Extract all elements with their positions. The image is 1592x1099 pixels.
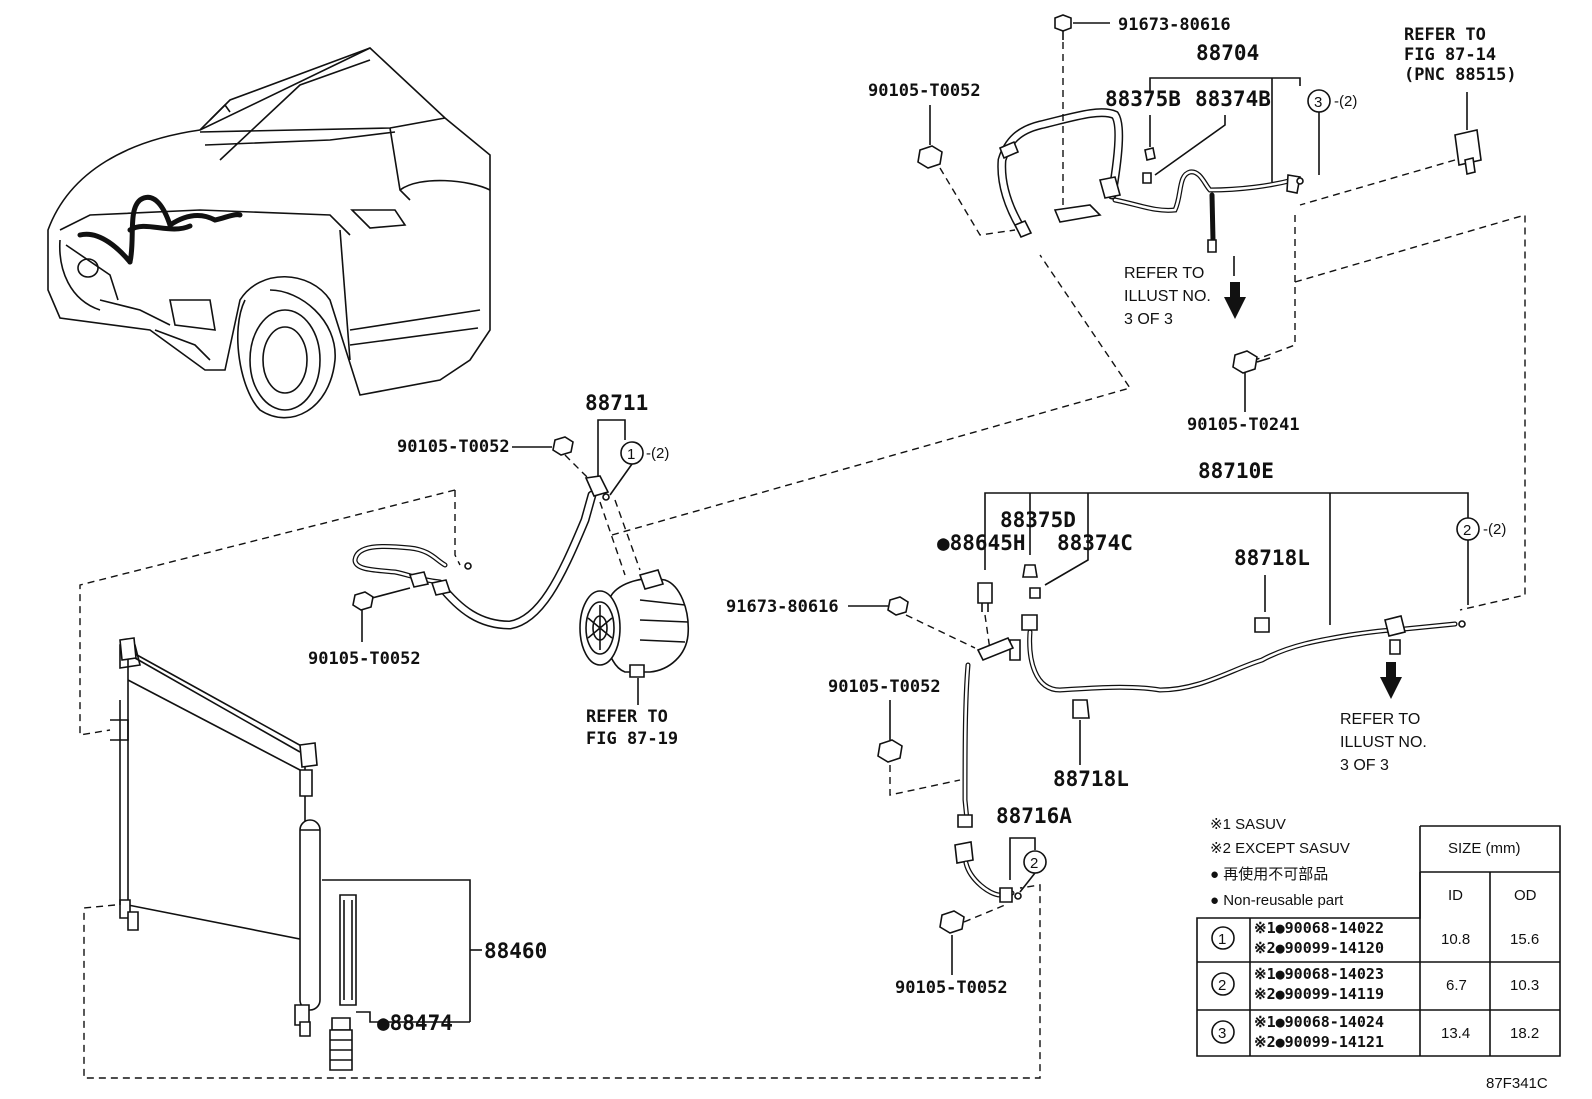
legend-row-marker: 1 <box>1218 931 1226 948</box>
arrow-down-icon-top <box>1224 282 1246 319</box>
refer-fig-87-14-line3: (PNC 88515) <box>1404 65 1517 85</box>
legend-jp-note: ● 再使用不可部品 <box>1210 866 1328 883</box>
legend-row-part1: ※1●90068-14023 <box>1254 965 1384 983</box>
legend-col-od: OD <box>1514 887 1537 904</box>
label-91673-80616-top: 91673-80616 <box>1118 15 1231 35</box>
label-90105-t0052-mid: 90105-T0052 <box>397 437 510 457</box>
vehicle-illustration <box>47 47 491 419</box>
bolt-91673-80616-top <box>1054 14 1110 205</box>
legend-row-id: 13.4 <box>1441 1025 1470 1042</box>
circle-marker-3-top: 3 <box>1314 94 1322 111</box>
label-90105-t0052-top: 90105-T0052 <box>868 81 981 101</box>
legend-row-marker: 3 <box>1218 1025 1226 1042</box>
legend-row-part2: ※2●90099-14120 <box>1254 939 1384 957</box>
label-91673-80616-mid: 91673-80616 <box>726 597 839 617</box>
legend-row-id: 10.8 <box>1441 931 1470 948</box>
legend-row-part1: ※1●90068-14022 <box>1254 919 1384 937</box>
label-88716a: 88716A <box>996 804 1072 828</box>
legend-row-part2: ※2●90099-14121 <box>1254 1033 1384 1051</box>
legend-col-id: ID <box>1448 887 1463 904</box>
refer-illust-right-line1: REFER TO <box>1340 711 1420 728</box>
hose-88704-assembly <box>997 108 1304 253</box>
legend-row-id: 6.7 <box>1446 977 1467 994</box>
legend-panel: ※1 SASUV ※2 EXCEPT SASUV ● 再使用不可部品 ● Non… <box>1196 816 1561 1057</box>
refer-illust-top-line1: REFER TO <box>1124 265 1204 282</box>
label-circle1-qty: -(2) <box>646 445 669 462</box>
refer-fig-87-14-line1: REFER TO <box>1404 25 1486 45</box>
legend-row-part1: ※1●90068-14024 <box>1254 1013 1384 1031</box>
refer-illust-right-line2: ILLUST NO. <box>1340 734 1427 751</box>
label-90105-t0052-bottom: 90105-T0052 <box>895 978 1008 998</box>
label-circle3-qty: -(2) <box>1334 93 1357 110</box>
legend-en-note: ● Non-reusable part <box>1210 892 1344 909</box>
legend-row: 3 ※1●90068-14024 ※2●90099-14121 13.4 18.… <box>1211 1013 1539 1051</box>
circle-marker-1-upper: 1 <box>627 446 635 463</box>
label-88718l-upper: 88718L <box>1234 546 1310 570</box>
label-88711: 88711 <box>585 391 648 415</box>
legend-size-header: SIZE (mm) <box>1448 840 1521 857</box>
legend-row-od: 18.2 <box>1510 1025 1539 1042</box>
refer-illust-right-line3: 3 OF 3 <box>1340 757 1389 774</box>
refer-fig-87-14-line2: FIG 87-14 <box>1404 45 1496 65</box>
diagram-code: 87F341C <box>1486 1075 1548 1092</box>
label-88374b: 88374B <box>1195 87 1271 111</box>
label-90105-t0052-right-mid: 90105-T0052 <box>828 677 941 697</box>
label-88718l-lower: 88718L <box>1053 767 1129 791</box>
label-88710e: 88710E <box>1198 459 1274 483</box>
compressor <box>579 569 690 678</box>
label-90105-t0052-left: 90105-T0052 <box>308 649 421 669</box>
arrow-down-icon-right <box>1380 662 1402 699</box>
label-88474: ●88474 <box>377 1011 453 1035</box>
label-88375b: 88375B <box>1105 87 1181 111</box>
legend-note-2: ※2 EXCEPT SASUV <box>1210 840 1350 857</box>
label-88374c: 88374C <box>1057 531 1133 555</box>
label-88645h: ●88645H <box>937 531 1026 555</box>
condenser-88460 <box>110 637 321 1037</box>
label-88460: 88460 <box>484 939 547 963</box>
legend-note-1: ※1 SASUV <box>1210 816 1286 833</box>
legend-row: 2 ※1●90068-14023 ※2●90099-14119 6.7 10.3 <box>1211 965 1539 1003</box>
refer-fig-87-19-line2: FIG 87-19 <box>586 729 678 749</box>
label-88375d: 88375D <box>1000 508 1076 532</box>
refer-fig-87-19-line1: REFER TO <box>586 707 668 727</box>
legend-row-od: 15.6 <box>1510 931 1539 948</box>
legend-row: 1 ※1●90068-14022 ※2●90099-14120 10.8 15.… <box>1211 919 1539 957</box>
legend-row-part2: ※2●90099-14119 <box>1254 985 1384 1003</box>
label-88704: 88704 <box>1196 41 1259 65</box>
circle-marker-2-upper: 2 <box>1463 522 1471 539</box>
circle-marker-2-lower: 2 <box>1030 855 1038 872</box>
label-90105-t0241: 90105-T0241 <box>1187 415 1300 435</box>
legend-row-marker: 2 <box>1218 977 1226 994</box>
label-circle2-qty: -(2) <box>1483 521 1506 538</box>
refer-illust-top-line3: 3 OF 3 <box>1124 311 1173 328</box>
legend-row-od: 10.3 <box>1510 977 1539 994</box>
refer-illust-top-line2: ILLUST NO. <box>1124 288 1211 305</box>
